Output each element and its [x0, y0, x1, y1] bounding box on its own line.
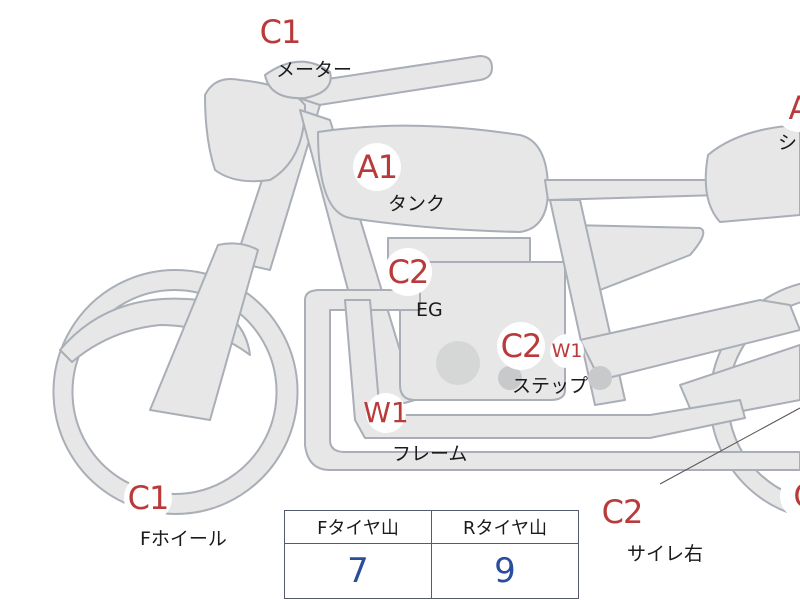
step-grade2-badge: W1 [550, 334, 584, 368]
step-right-shape [588, 366, 612, 390]
rear-wheel-grade-badge: C [780, 472, 800, 520]
meter-shape [264, 60, 332, 100]
engine-label: EG [416, 299, 443, 321]
step-label: ステップ [512, 375, 589, 397]
step-left-shape [498, 366, 522, 390]
meter-label: メーター [276, 59, 353, 81]
rear-tire-tread-value: 9 [431, 543, 579, 599]
silencer-label: サイレ右 [627, 543, 704, 565]
step-grade-badge: C2 [497, 322, 545, 370]
seat-label: シ [778, 132, 798, 154]
rear-cowl-shape [704, 124, 800, 223]
front-wheel-label: Fホイール [140, 528, 227, 550]
front-wheel-grade-badge: C1 [124, 474, 172, 522]
frame-grade-badge: W1 [363, 393, 409, 433]
engine-grade-badge: C2 [384, 248, 432, 296]
handlebar-shape [267, 55, 493, 109]
silencer-grade-badge: C2 [598, 488, 646, 536]
front-tire-tread-header: Fタイヤ山 [284, 510, 432, 544]
meter-grade-badge: C1 [256, 8, 304, 56]
rear-tire-tread-header: Rタイヤ山 [431, 510, 579, 544]
front-tire-tread-value: 7 [284, 543, 432, 599]
fork-lower-shape [149, 242, 259, 421]
tank-label: タンク [388, 193, 446, 215]
tank-grade-badge: A1 [353, 143, 401, 191]
silencer-leader-line [659, 407, 800, 485]
frame-label: フレーム [392, 443, 468, 465]
fuel-tank-shape [317, 124, 549, 233]
headlight-shape [204, 78, 306, 183]
seat-shape [544, 179, 721, 201]
tire-tread-table: Fタイヤ山 Rタイヤ山 7 9 [284, 510, 579, 599]
crankcase-cover-shape [436, 341, 480, 385]
side-cover-shape [569, 224, 705, 291]
